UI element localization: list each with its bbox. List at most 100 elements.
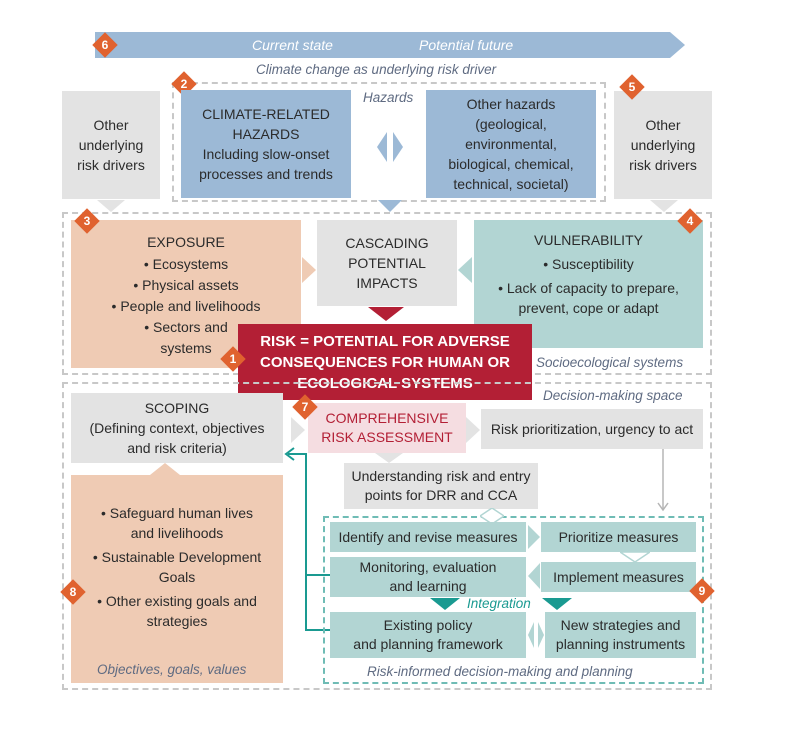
identify-measures-box: Identify and revise measures: [330, 522, 526, 552]
exposure-to-cascading-arrow: [302, 257, 316, 283]
objectives-item-3-cont: strategies: [146, 613, 208, 629]
understanding-line-2: points for DRR and CCA: [364, 487, 518, 503]
prioritize-down-arrow: [620, 552, 650, 562]
integration-arrow-left: [430, 598, 460, 610]
assessment-line-2: RISK ASSESSMENT: [321, 429, 453, 445]
cascading-line-1: CASCADING: [345, 235, 429, 251]
risk-box: RISK = POTENTIAL FOR ADVERSE CONSEQUENCE…: [238, 324, 532, 400]
scoping-title: SCOPING: [144, 400, 210, 416]
objectives-item-3: • Other existing goals and: [97, 593, 257, 609]
objectives-item-1-cont: and livelihoods: [130, 525, 224, 541]
hazards-interaction-arrows: [377, 132, 403, 162]
monitoring-line-1: Monitoring, evaluation: [359, 559, 497, 575]
policy-interaction-arrows: [528, 622, 544, 648]
other-drivers-right-line-3: risk drivers: [629, 157, 697, 173]
prioritization-text: Risk prioritization, urgency to act: [490, 421, 694, 437]
badge-4: 4: [677, 208, 703, 234]
timeline-arrow: [95, 32, 685, 58]
assessment-to-prioritization-arrow: [466, 417, 480, 443]
exposure-item-3: • People and livelihoods: [111, 298, 261, 314]
timeline-current-label: Current state: [252, 37, 333, 53]
other-hazards-line-4: biological, chemical,: [448, 156, 574, 172]
climate-hazards-desc-1: Including slow-onset: [202, 146, 330, 162]
integration-label: Integration: [467, 596, 531, 611]
other-drivers-left-line-3: risk drivers: [77, 157, 145, 173]
climate-hazards-title-2: HAZARDS: [232, 126, 300, 142]
vulnerability-to-cascading-arrow: [458, 257, 472, 283]
other-hazards-line-5: technical, societal): [453, 176, 569, 192]
other-drivers-left-box: Other underlying risk drivers: [62, 91, 160, 199]
assessment-down-arrow: [375, 453, 403, 463]
risk-line-2: CONSEQUENCES FOR HUMAN OR: [259, 353, 510, 371]
objectives-item-2-cont: Goals: [158, 569, 196, 585]
prioritize-measures-text: Prioritize measures: [558, 529, 679, 545]
risk-line-1: RISK = POTENTIAL FOR ADVERSE: [260, 332, 510, 350]
vulnerability-item-1: • Susceptibility: [543, 256, 634, 272]
existing-policy-line-1: Existing policy: [383, 617, 473, 633]
identify-to-prioritize-arrow: [528, 525, 540, 549]
understanding-line-1: Understanding risk and entry: [351, 468, 531, 484]
understanding-box: Understanding risk and entry points for …: [344, 463, 538, 509]
other-drivers-right-line-2: underlying: [630, 137, 696, 153]
understanding-connector-diamond: [480, 508, 504, 524]
prioritization-box: Risk prioritization, urgency to act: [481, 409, 703, 449]
climate-hazards-desc-2: processes and trends: [199, 166, 333, 182]
new-strategies-line-1: New strategies and: [560, 617, 681, 633]
decision-cycle-label: Risk-informed decision-making and planni…: [367, 664, 633, 679]
other-hazards-box: Other hazards (geological, environmental…: [426, 90, 596, 198]
badge-7: 7: [292, 394, 318, 420]
other-hazards-line-3: environmental,: [465, 136, 557, 152]
other-hazards-line-1: Other hazards: [466, 96, 556, 112]
hazards-label: Hazards: [363, 90, 414, 105]
identify-measures-text: Identify and revise measures: [338, 529, 518, 545]
scoping-desc-1: (Defining context, objectives: [89, 420, 265, 436]
implement-measures-text: Implement measures: [553, 569, 684, 585]
exposure-item-1: • Ecosystems: [143, 256, 229, 272]
existing-policy-line-2: and planning framework: [353, 636, 503, 652]
integration-arrow-right: [542, 598, 572, 610]
objectives-box: • Safeguard human lives and livelihoods …: [71, 475, 283, 683]
objectives-up-arrow: [150, 463, 180, 475]
other-drivers-left-line-1: Other: [93, 117, 129, 133]
scoping-box: SCOPING (Defining context, objectives an…: [71, 393, 283, 463]
existing-policy-box: Existing policy and planning framework: [330, 612, 526, 658]
monitoring-line-2: and learning: [389, 578, 467, 594]
scoping-desc-2: and risk criteria): [127, 440, 227, 456]
decision-space-label: Decision-making space: [543, 388, 683, 403]
badge-6: 6: [92, 32, 118, 58]
drivers-left-arrow: [97, 200, 125, 212]
cascading-line-2: POTENTIAL: [348, 255, 426, 271]
vulnerability-item-2: • Lack of capacity to prepare,: [498, 280, 679, 296]
exposure-item-5: systems: [160, 340, 212, 356]
prioritization-down-arrow: [657, 449, 669, 512]
other-drivers-right-line-1: Other: [645, 117, 681, 133]
monitoring-box: Monitoring, evaluation and learning: [330, 557, 526, 597]
other-hazards-line-2: (geological,: [475, 116, 547, 132]
timeline-future-label: Potential future: [419, 37, 514, 53]
other-drivers-right-box: Other underlying risk drivers: [614, 91, 712, 199]
implement-to-monitoring-arrow: [528, 563, 540, 589]
objectives-item-2: • Sustainable Development: [92, 549, 262, 565]
feedback-connector: [284, 447, 330, 631]
implement-measures-box: Implement measures: [541, 562, 696, 592]
assessment-box: COMPREHENSIVE RISK ASSESSMENT: [308, 403, 466, 453]
badge-9: 9: [689, 578, 715, 604]
objectives-label: Objectives, goals, values: [97, 662, 247, 677]
badge-5: 5: [619, 74, 645, 100]
climate-hazards-box: CLIMATE-RELATED HAZARDS Including slow-o…: [181, 90, 351, 198]
climate-driver-label: Climate change as underlying risk driver: [256, 62, 497, 77]
prioritize-measures-box: Prioritize measures: [541, 522, 696, 552]
exposure-title: EXPOSURE: [147, 234, 225, 250]
badge-1: 1: [220, 346, 246, 372]
assessment-line-1: COMPREHENSIVE: [325, 410, 449, 426]
drivers-right-arrow: [650, 200, 678, 212]
badge-3: 3: [74, 208, 100, 234]
new-strategies-box: New strategies and planning instruments: [545, 612, 696, 658]
badge-8: 8: [60, 579, 86, 605]
objectives-item-1: • Safeguard human lives: [101, 505, 253, 521]
cascading-line-3: IMPACTS: [356, 275, 418, 291]
cascading-to-risk-arrow: [368, 307, 404, 321]
hazards-down-arrow: [378, 200, 402, 212]
new-strategies-line-2: planning instruments: [555, 636, 686, 652]
socioecological-label: Socioecological systems: [536, 355, 684, 370]
